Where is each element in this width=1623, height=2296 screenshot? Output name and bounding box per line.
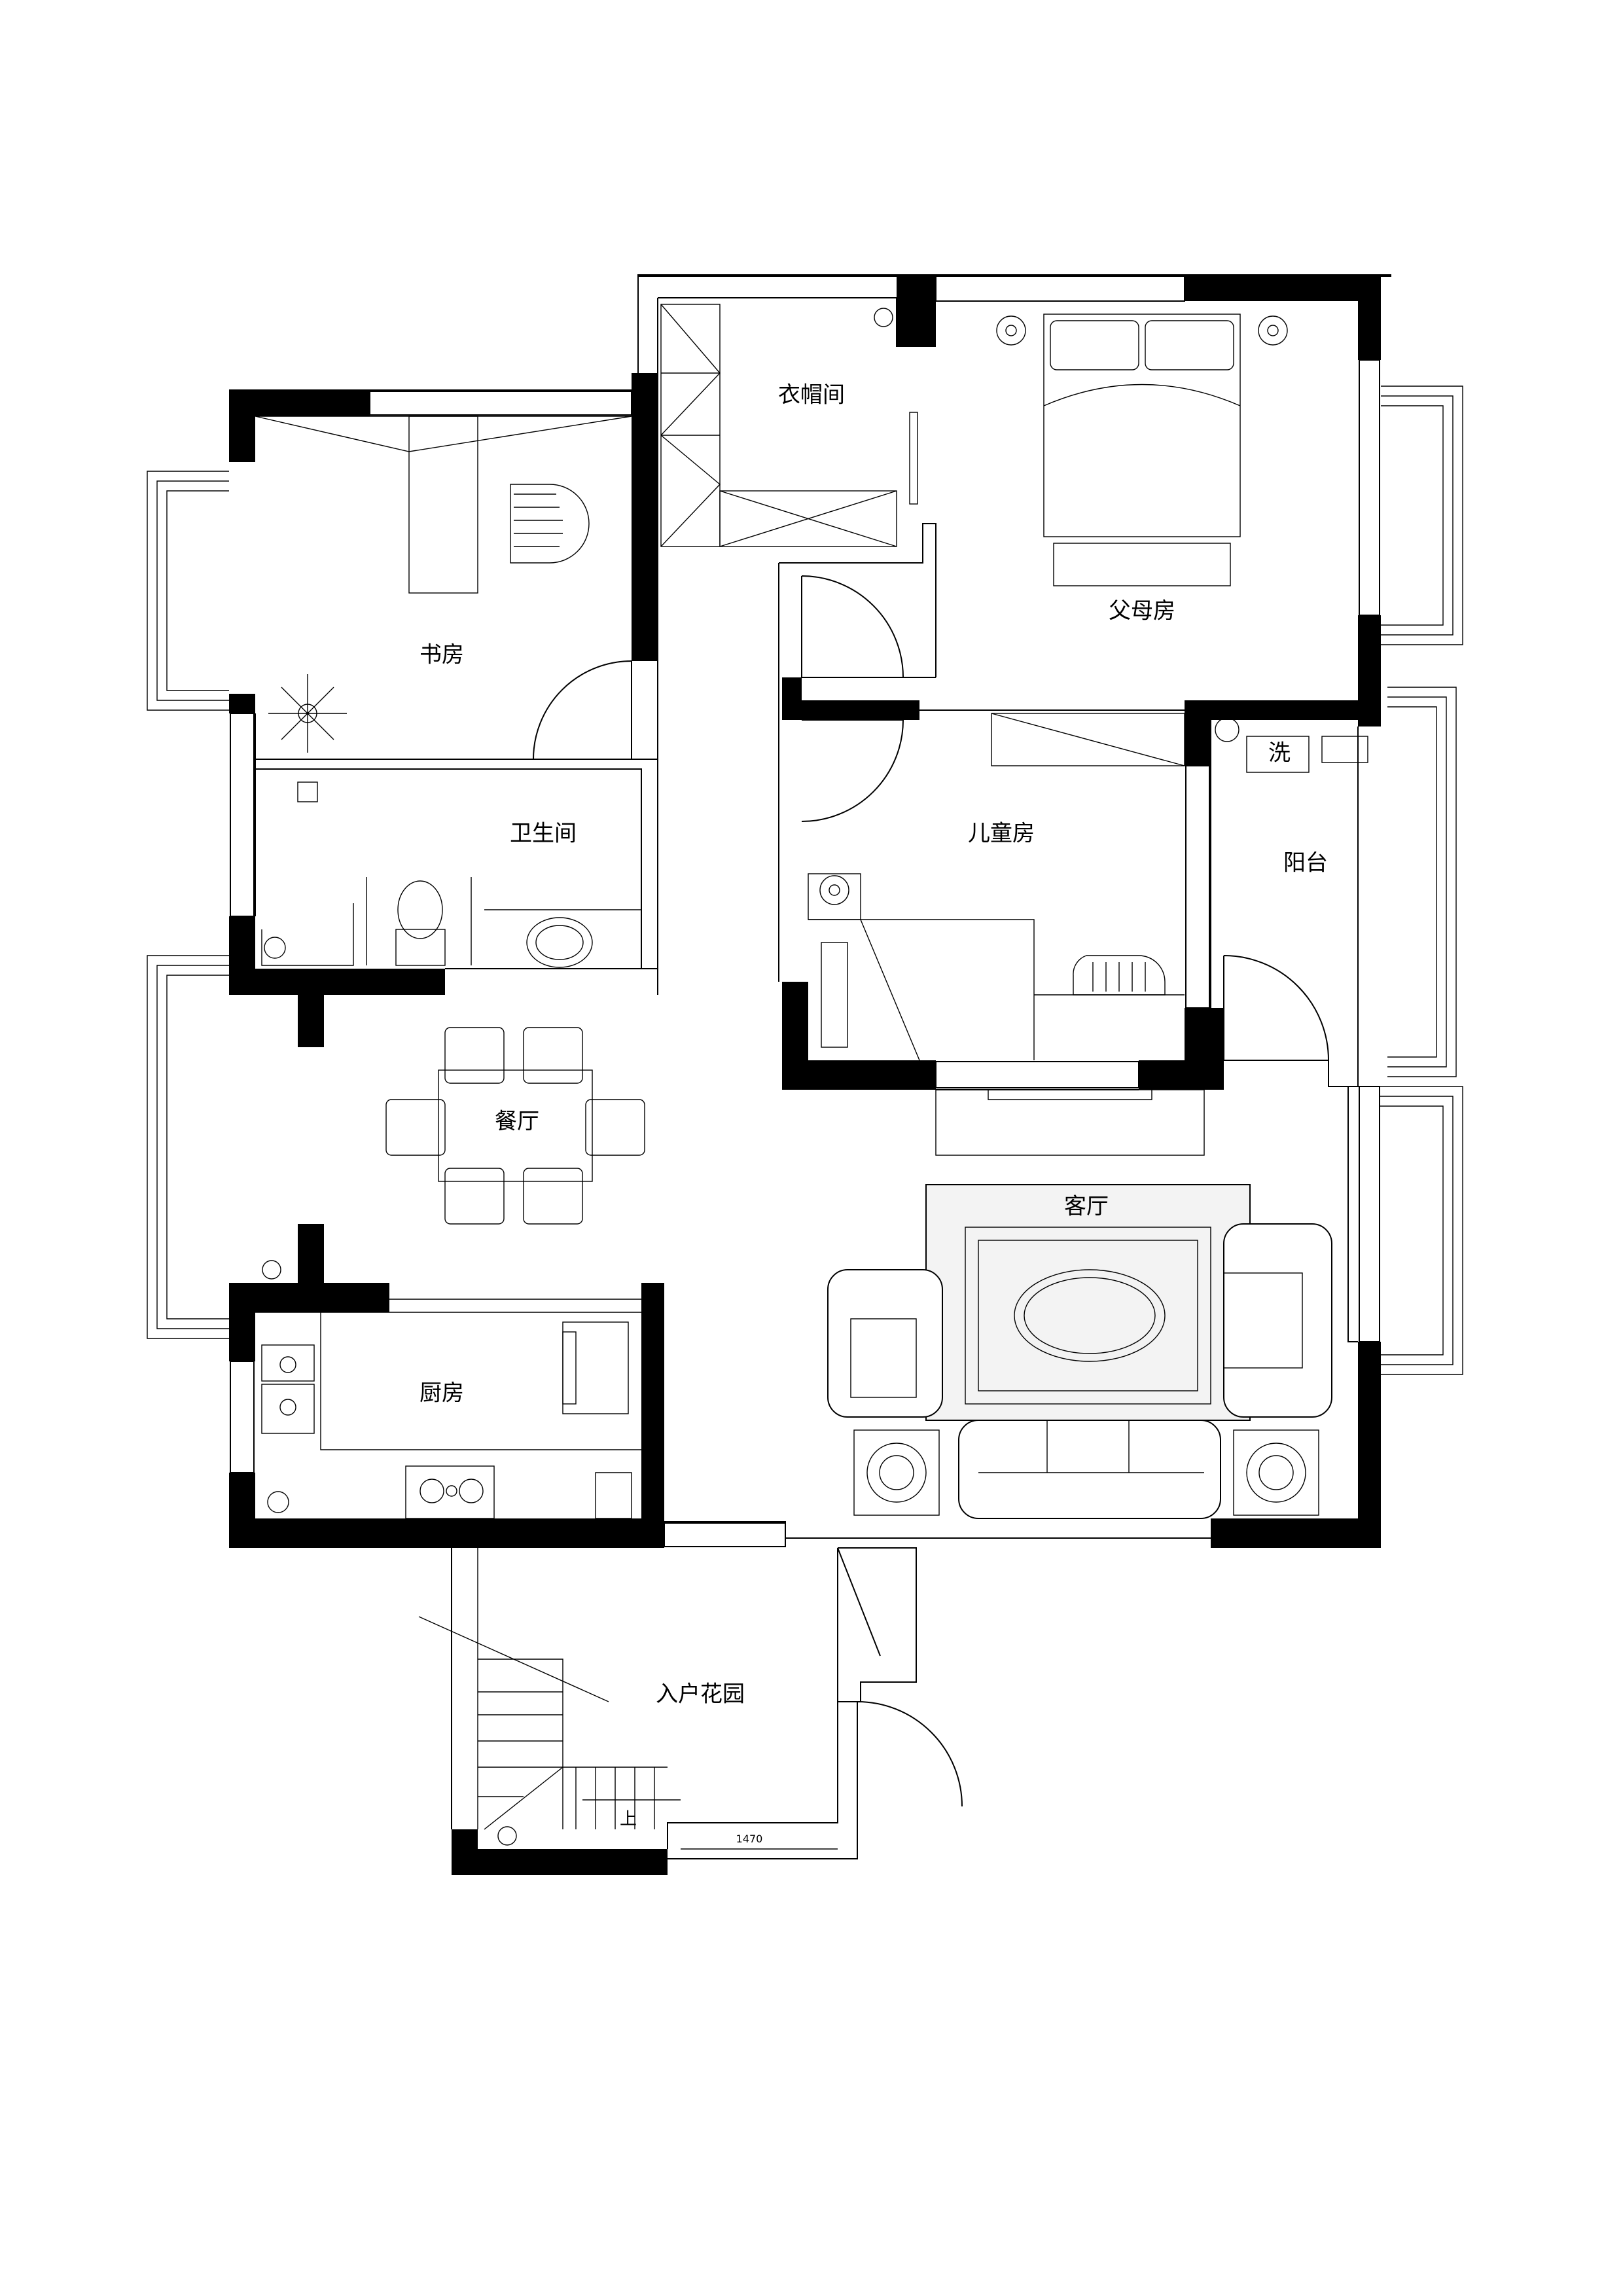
room-label-cloakroom: 衣帽间 [778, 382, 845, 408]
room-label-living-room: 客厅 [1064, 1194, 1109, 1220]
dining-table [385, 1027, 645, 1225]
washer-label: 洗 [1268, 740, 1291, 766]
room-label-balcony: 阳台 [1283, 850, 1328, 876]
stairs [418, 1548, 838, 1850]
cloakroom-closet [660, 304, 918, 547]
balcony-fixtures [1215, 717, 1368, 773]
room-label-entrance-garden: 入户花园 [656, 1681, 745, 1708]
doors [533, 575, 1329, 1823]
windows [230, 276, 1380, 1547]
room-label-kitchen: 厨房 [419, 1380, 464, 1407]
room-label-kids-room: 儿童房 [968, 821, 1035, 847]
bathroom-fixtures [261, 781, 641, 968]
room-label-bathroom: 卫生间 [510, 821, 577, 847]
room-label-study: 书房 [419, 642, 464, 668]
study-bay-window [147, 471, 229, 711]
kitchen-fixtures [255, 1260, 641, 1519]
study-desk [255, 416, 632, 753]
walls [229, 275, 1381, 1875]
tv-cabinet [935, 1089, 1205, 1156]
room-label-dining-room: 餐厅 [495, 1109, 539, 1135]
master-bed [996, 314, 1288, 586]
dining-bay-window [147, 955, 229, 1339]
room-label-master-bedroom: 父母房 [1109, 598, 1175, 624]
kids-furniture [808, 713, 1185, 1061]
stair-direction-label: 上 [620, 1810, 637, 1829]
balcony-bay-window [1387, 687, 1457, 1077]
dimension-label: 1470 [736, 1833, 763, 1845]
plant-icon [268, 674, 347, 753]
living-room-furniture [827, 1184, 1332, 1519]
living-bay-window [1368, 1086, 1463, 1375]
master-bay-window [1381, 386, 1463, 645]
